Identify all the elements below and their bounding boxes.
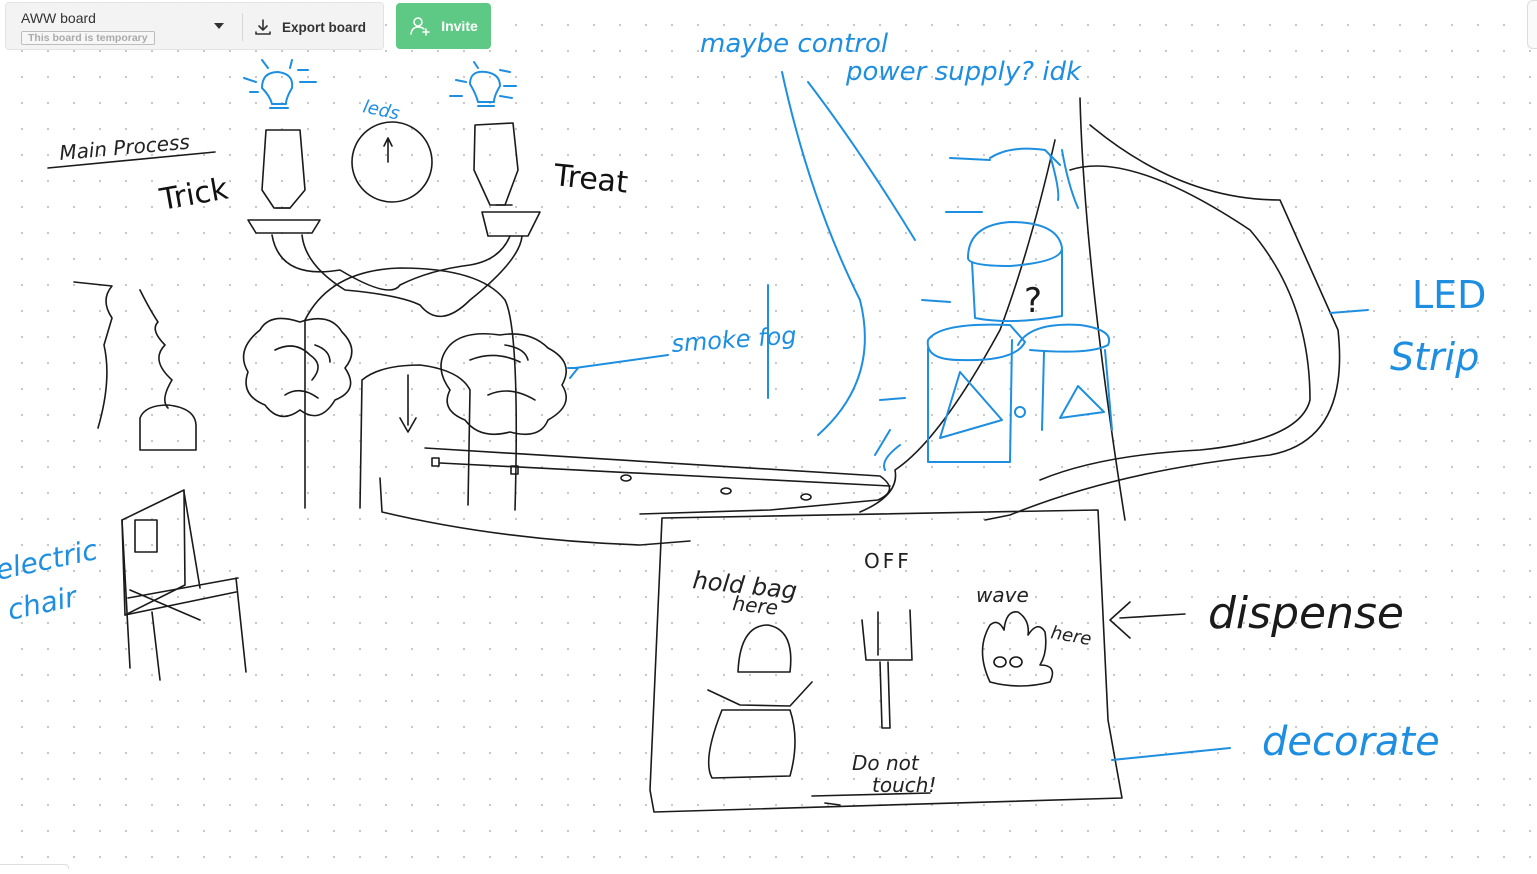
label-touch: touch! xyxy=(872,773,936,797)
label-decorate: decorate xyxy=(1262,719,1440,765)
temporary-board-badge: This board is temporary xyxy=(21,31,155,45)
label-electric: electric xyxy=(0,533,101,587)
side-panel-handle[interactable] xyxy=(1527,0,1537,49)
label-leds: leds xyxy=(361,96,401,124)
label-wave-here: here xyxy=(1049,622,1093,650)
invite-button[interactable]: Invite xyxy=(396,3,491,49)
chevron-down-icon[interactable] xyxy=(214,23,224,29)
label-smoke-fog: smoke fog xyxy=(670,321,797,358)
label-main-process: Main Process xyxy=(58,130,190,165)
label-power-supply: power supply? idk xyxy=(845,57,1082,87)
board-toolbar: AWW board This board is temporary Export… xyxy=(5,2,384,50)
black-sketch xyxy=(47,97,1341,813)
label-hold-bag-here: here xyxy=(731,591,779,620)
label-do-not: Do not xyxy=(852,751,920,775)
export-board-button[interactable]: Export board xyxy=(254,13,366,41)
label-trick: Trick xyxy=(156,171,231,218)
label-question-mark: ? xyxy=(1024,281,1042,321)
export-board-label: Export board xyxy=(282,19,367,35)
download-icon xyxy=(255,19,271,35)
label-dispense: dispense xyxy=(1208,588,1404,639)
label-treat: Treat xyxy=(551,158,630,201)
board-name[interactable]: AWW board xyxy=(21,10,96,26)
invite-label: Invite xyxy=(441,18,478,34)
label-wave: wave xyxy=(976,583,1029,607)
annotation-labels: Main Process Trick leds Treat smoke fog … xyxy=(0,29,1486,797)
label-maybe-control: maybe control xyxy=(700,29,889,59)
toolbar-divider xyxy=(242,13,243,41)
label-chair: chair xyxy=(5,580,81,627)
add-user-icon xyxy=(410,17,430,36)
bottom-panel-handle[interactable] xyxy=(0,864,69,869)
label-strip: Strip xyxy=(1390,335,1479,379)
label-off: OFF xyxy=(864,549,912,573)
blue-sketch xyxy=(243,59,1369,761)
label-led: LED xyxy=(1412,273,1486,317)
